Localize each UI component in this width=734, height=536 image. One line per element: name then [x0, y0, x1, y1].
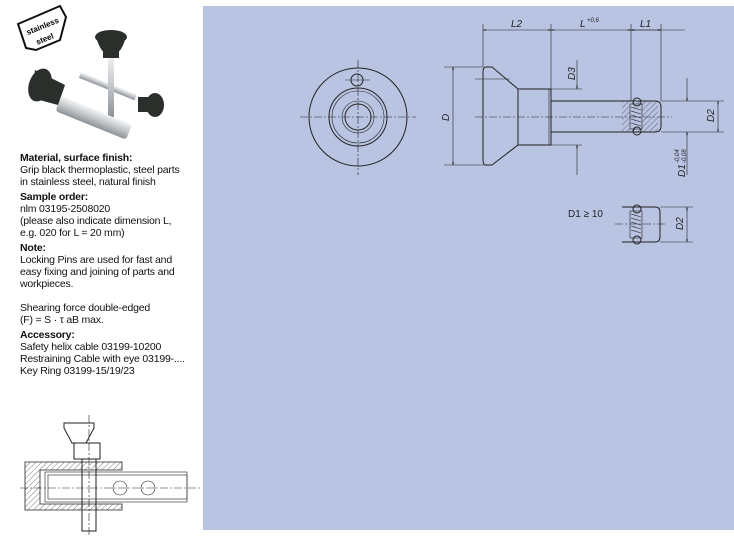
dim-L1: L1 [640, 19, 651, 30]
detail-dim-D2: D2 [675, 217, 686, 230]
stainless-steel-badge: stainless steel [16, 4, 68, 52]
sample-order-heading: Sample order: [20, 191, 89, 203]
dim-D1: D1 [677, 164, 688, 177]
dim-L-tolerance: +0,6 [587, 18, 600, 24]
product-sidebar: stainless steel [0, 0, 203, 536]
note-line: easy fixing and joining of parts and [20, 266, 175, 278]
dim-D2: D2 [706, 109, 717, 122]
front-view [300, 60, 416, 175]
accessory-line: Key Ring 03199-15/19/23 [20, 365, 135, 377]
dim-D1-tol-lower: -0,08 [682, 149, 688, 163]
shear-line: Shearing force double-edged [20, 302, 151, 314]
dim-L2: L2 [511, 19, 523, 30]
material-line: Grip black thermoplastic, steel parts [20, 164, 180, 176]
dim-D1-tol-upper: -0,04 [675, 149, 681, 163]
dimensions: L2 L +0,6 L1 D D3 D2 D1 -0,04 -0,08 [441, 18, 724, 177]
product-photo [28, 30, 164, 139]
sample-order-line: e.g. 020 for L = 20 mm) [20, 227, 125, 239]
dim-L: L [580, 19, 586, 30]
note-line: Locking Pins are used for fast and [20, 254, 172, 266]
material-heading: Material, surface finish: [20, 152, 133, 164]
accessory-line: Safety helix cable 03199-10200 [20, 341, 162, 353]
accessory-line: Restraining Cable with eye 03199-.... [20, 353, 185, 365]
note-line: workpieces. [20, 278, 74, 290]
dim-D: D [441, 114, 452, 121]
shear-line: (F) = S · τ aB max. [20, 314, 104, 326]
material-line: in stainless steel, natural finish [20, 176, 156, 188]
dim-D3: D3 [567, 67, 578, 80]
product-description: Material, surface finish: Grip black the… [20, 152, 203, 377]
product-images: stainless steel [16, 4, 200, 536]
assembly-drawing [20, 415, 200, 536]
note-heading: Note: [20, 242, 46, 254]
side-view [475, 66, 672, 166]
sample-order-line: nlm 03195-2508020 [20, 203, 111, 215]
detail-label: D1 ≥ 10 [568, 209, 603, 220]
technical-drawing-panel [203, 6, 734, 530]
detail-view: D1 ≥ 10 D2 [568, 204, 693, 245]
accessory-heading: Accessory: [20, 329, 75, 341]
sample-order-line: (please also indicate dimension L, [20, 215, 172, 227]
